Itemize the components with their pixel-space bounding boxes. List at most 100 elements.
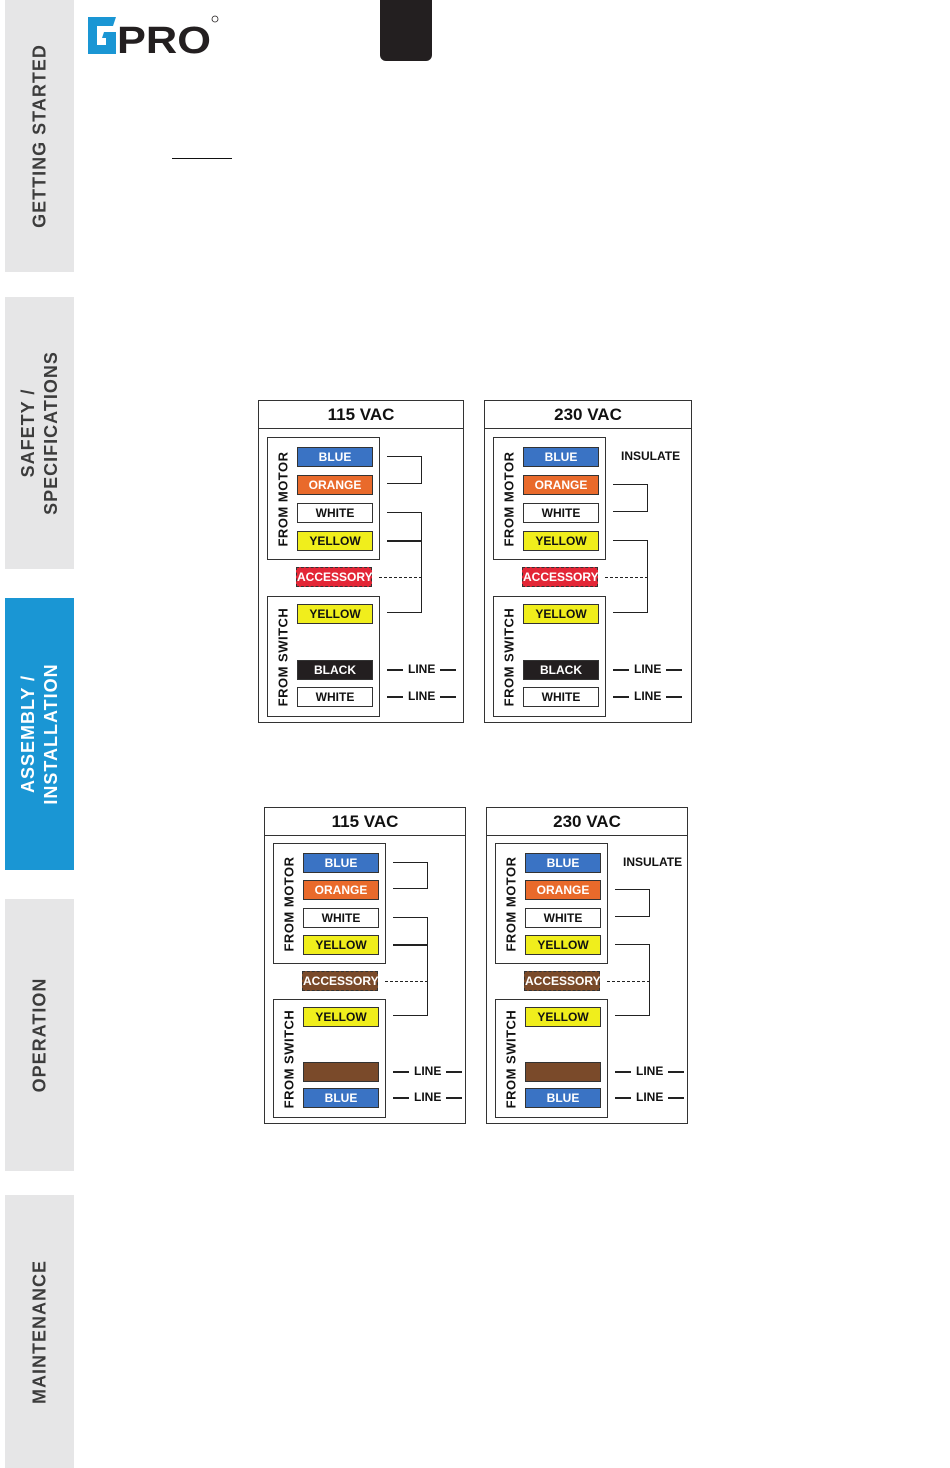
switch-wire-yellow: YELLOW (525, 1007, 601, 1027)
line-lead (446, 1071, 462, 1073)
line-lead (613, 669, 629, 671)
motor-wire-blue: BLUE (297, 447, 373, 467)
tab-operation[interactable]: OPERATION (5, 899, 74, 1171)
connector-bracket (613, 484, 648, 512)
connector-bracket (393, 862, 428, 889)
line-lead (440, 669, 456, 671)
accessory-wire: ACCESSORY (302, 971, 379, 991)
from-switch-label: FROM SWITCH (281, 1009, 297, 1109)
from-motor-label: FROM MOTOR (275, 451, 291, 547)
connector-line (387, 540, 422, 542)
line-label: LINE (408, 689, 436, 703)
motor-wire-yellow: YELLOW (523, 531, 599, 551)
motor-wire-group: FROM MOTOR BLUE ORANGE WHITE YELLOW (495, 843, 608, 964)
accessory-wire: ACCESSORY (296, 567, 373, 587)
connector-bracket (615, 944, 650, 1016)
from-switch-label: FROM SWITCH (503, 1009, 519, 1109)
tab-maintenance[interactable]: MAINTENANCE (5, 1195, 74, 1468)
motor-wire-blue: BLUE (303, 853, 379, 873)
switch-wire-yellow: YELLOW (303, 1007, 379, 1027)
motor-wire-yellow: YELLOW (303, 935, 379, 955)
motor-wire-white: WHITE (303, 908, 379, 928)
accessory-connector (605, 577, 648, 578)
line-label: LINE (408, 662, 436, 676)
from-motor-label: FROM MOTOR (501, 451, 517, 547)
tab-label: GETTING STARTED (29, 44, 49, 228)
connector-bracket (613, 540, 648, 613)
from-switch-label: FROM SWITCH (501, 607, 517, 707)
accessory-connector (379, 577, 422, 578)
line-lead (615, 1097, 631, 1099)
line-lead (393, 1097, 409, 1099)
line-lead (446, 1097, 462, 1099)
switch-wire-yellow: YELLOW (297, 604, 373, 624)
tab-label: MAINTENANCE (29, 1259, 49, 1404)
line-lead (393, 1071, 409, 1073)
accessory-connector (385, 981, 428, 982)
diagram-title: 230 VAC (487, 808, 687, 836)
line-lead (387, 669, 403, 671)
accessory-wire: ACCESSORY (522, 567, 599, 587)
line-label: LINE (414, 1064, 442, 1078)
from-switch-label: FROM SWITCH (275, 607, 291, 707)
tab-label: SAFETY / SPECIFICATIONS (17, 351, 61, 515)
from-motor-label: FROM MOTOR (503, 856, 519, 952)
line-lead (668, 1071, 684, 1073)
line-lead (666, 669, 682, 671)
wiring-diagram: 230 VAC FROM MOTOR BLUE ORANGE WHITE YELLOW AC… (484, 400, 692, 723)
line-lead (615, 1071, 631, 1073)
switch-wire-brown (303, 1062, 379, 1082)
switch-wire-black: BLACK (523, 660, 599, 680)
tab-label: OPERATION (29, 977, 49, 1093)
connector-bracket (387, 512, 422, 613)
switch-wire-group: FROM SWITCH YELLOW BLACK WHITE (493, 596, 606, 717)
brand-logo: PRO (88, 15, 219, 56)
connector-line (393, 944, 428, 946)
motor-wire-white: WHITE (525, 908, 601, 928)
motor-wire-white: WHITE (523, 503, 599, 523)
switch-wire-black: BLACK (297, 660, 373, 680)
diagram-title: 115 VAC (259, 401, 463, 429)
from-motor-label: FROM MOTOR (281, 856, 297, 952)
connector-bracket (387, 456, 422, 484)
line-label: LINE (636, 1090, 664, 1104)
motor-wire-orange: ORANGE (525, 880, 601, 900)
line-label: LINE (634, 689, 662, 703)
line-label: LINE (634, 662, 662, 676)
switch-wire-group: FROM SWITCH YELLOW BLACK WHITE (267, 596, 380, 717)
line-lead (613, 696, 629, 698)
line-lead (440, 696, 456, 698)
motor-wire-yellow: YELLOW (297, 531, 373, 551)
motor-wire-blue: BLUE (523, 447, 599, 467)
line-label: LINE (414, 1090, 442, 1104)
connector-bracket (615, 889, 650, 917)
switch-wire-yellow: YELLOW (523, 604, 599, 624)
diagram-title: 230 VAC (485, 401, 691, 429)
tab-getting-started[interactable]: GETTING STARTED (5, 0, 74, 272)
insulate-label: INSULATE (621, 449, 681, 463)
line-lead (387, 696, 403, 698)
accessory-connector (607, 981, 650, 982)
line-label: LINE (636, 1064, 664, 1078)
motor-wire-orange: ORANGE (297, 475, 373, 495)
switch-wire-group: FROM SWITCH YELLOW BLUE (273, 999, 386, 1118)
divider (172, 158, 232, 159)
switch-wire-white: WHITE (297, 687, 373, 707)
line-lead (666, 696, 682, 698)
insulate-label: INSULATE (623, 855, 683, 869)
tab-safety-specifications[interactable]: SAFETY / SPECIFICATIONS (5, 297, 74, 569)
page-marker (380, 0, 432, 61)
switch-wire-brown (525, 1062, 601, 1082)
diagram-title: 115 VAC (265, 808, 465, 836)
switch-wire-white: WHITE (523, 687, 599, 707)
motor-wire-orange: ORANGE (523, 475, 599, 495)
tab-assembly-installation[interactable]: ASSEMBLY / INSTALLATION (5, 598, 74, 870)
switch-wire-blue: BLUE (303, 1088, 379, 1108)
motor-wire-group: FROM MOTOR BLUE ORANGE WHITE YELLOW (493, 437, 606, 560)
motor-wire-yellow: YELLOW (525, 935, 601, 955)
motor-wire-blue: BLUE (525, 853, 601, 873)
